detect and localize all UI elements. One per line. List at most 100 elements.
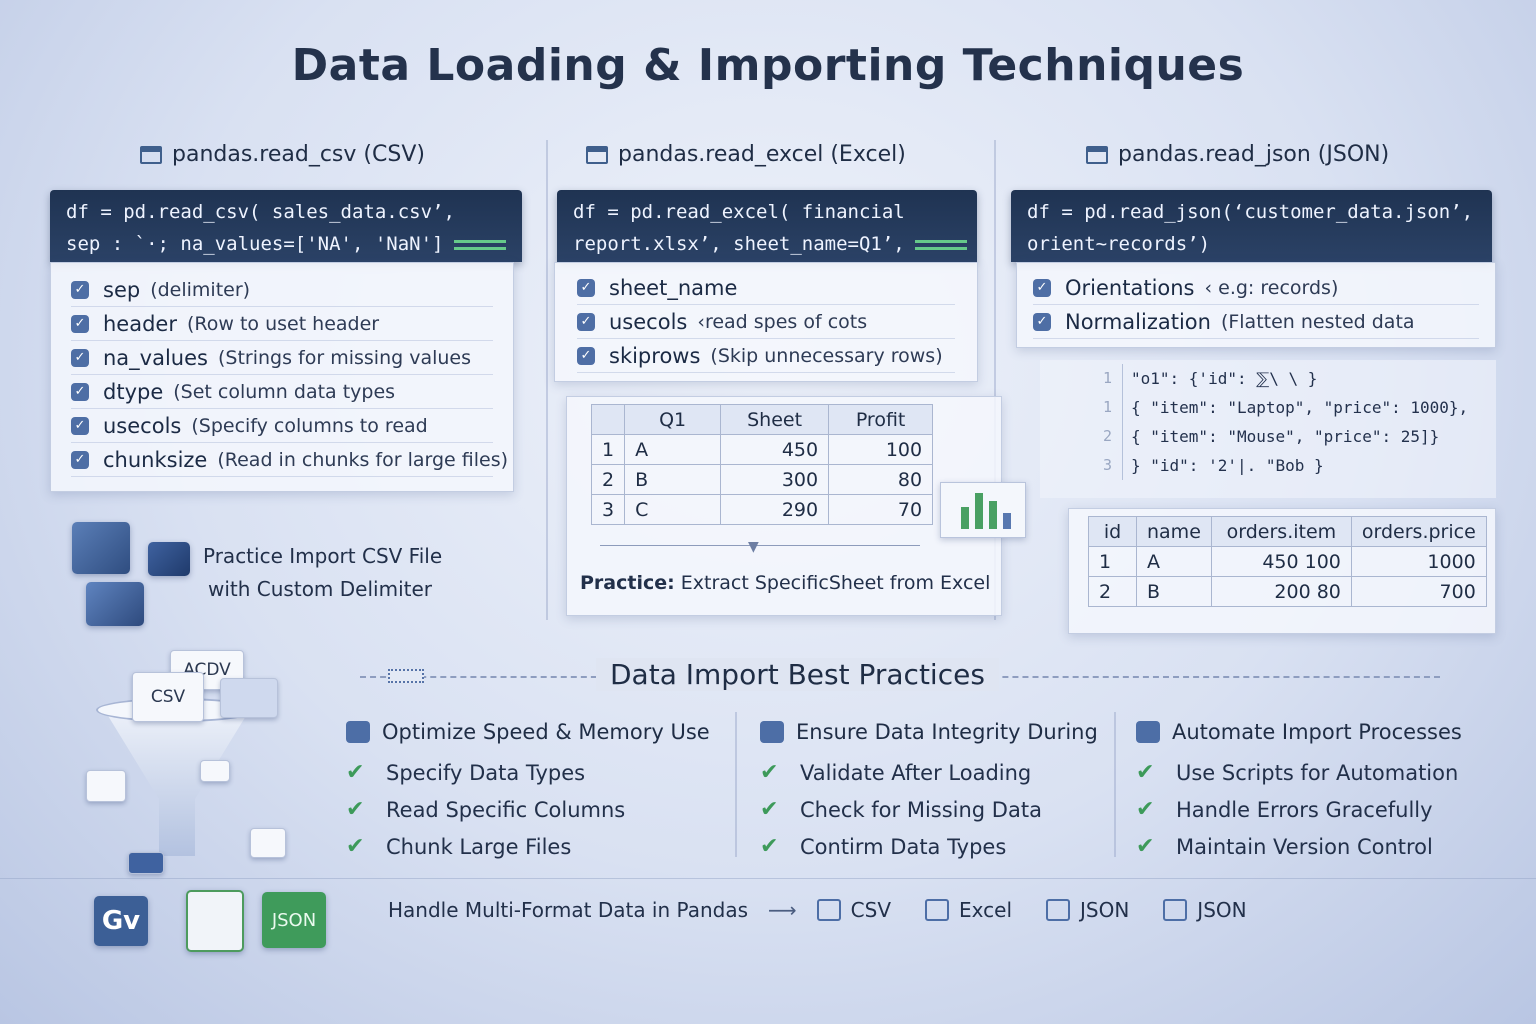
item-text: Check for Missing Data: [800, 797, 1042, 822]
footer-row: Handle Multi-Format Data in Pandas ⟶ CSV…: [388, 898, 1247, 922]
checkmark-icon: ✔: [346, 797, 365, 822]
format-label: CSV: [850, 898, 892, 922]
checkmark-icon: ✔: [760, 760, 779, 785]
format-icon: [816, 899, 841, 921]
excel-code-block: df = pd.read_excel( financial report.xls…: [557, 190, 977, 262]
item-text: Validate After Loading: [800, 760, 1032, 785]
json-file-icon: [1086, 145, 1108, 164]
line-number: 2: [1102, 427, 1112, 445]
chart-bar: [1003, 513, 1011, 529]
item-text: Read Specific Columns: [386, 797, 626, 822]
item-text: Contirm Data Types: [800, 834, 1007, 859]
excel-params-list: ✓sheet_name✓usecols‹read spes of cots✓sk…: [577, 271, 955, 373]
json-line: { "item": "Laptop", "price": 1000},: [1131, 398, 1469, 417]
checkmark-icon: ✔: [1136, 834, 1155, 859]
file-card-small: [86, 770, 126, 802]
check-icon: ✓: [577, 278, 595, 297]
table-cell: 1: [1088, 546, 1137, 577]
best-practice-item: ✔Use Scripts for Automation: [1136, 754, 1462, 791]
divider-endcap: [388, 669, 424, 683]
file-card-blue: [220, 678, 278, 718]
table-cell: 80: [828, 464, 934, 495]
file-card-small: [250, 828, 286, 858]
table-cell: 700: [1350, 576, 1487, 607]
param-row: ✓Normalization(Flatten nested data: [1033, 305, 1479, 339]
item-text: Specify Data Types: [386, 760, 586, 785]
param-desc: ‹read spes of cots: [697, 310, 868, 333]
param-row: ✓header(Row to uset header: [71, 307, 493, 341]
param-desc: (Skip unnecessary rows): [710, 344, 943, 367]
format-item: JSON: [1046, 898, 1129, 922]
json-line: { "item": "Mouse", "price": 25]}: [1131, 427, 1440, 446]
page-title: Data Loading & Importing Techniques: [291, 40, 1245, 91]
table-cell: 3: [590, 494, 626, 525]
param-row: ✓chunksize(Read in chunks for large file…: [71, 443, 508, 477]
gv-icon: Gv: [94, 896, 148, 946]
checkmark-icon: ✔: [760, 797, 779, 822]
param-row: ✓usecols(Specify columns to read: [71, 409, 493, 443]
chart-bar: [975, 493, 983, 529]
table-cell: 200 80: [1210, 576, 1352, 607]
json-heading: pandas.read_json (JSON): [1086, 142, 1389, 167]
table-cell: 1000: [1350, 546, 1487, 577]
mail-icon: [86, 582, 144, 626]
line-number: 1: [1102, 369, 1112, 387]
code-line: df = pd.read_excel( financial: [573, 201, 905, 223]
column-header: orders.price: [1350, 516, 1487, 547]
param-name: sep: [103, 277, 141, 302]
csv-practice-line: with Custom Delimiter: [208, 577, 432, 601]
column-separator: [1114, 712, 1116, 857]
column-separator: [994, 140, 996, 620]
check-icon: ✓: [577, 346, 595, 365]
file-card-csv: CSV: [132, 672, 204, 722]
check-icon: ✓: [71, 382, 89, 401]
excel-params-panel: ✓sheet_name✓usecols‹read spes of cots✓sk…: [554, 262, 978, 382]
csv-code-block: df = pd.read_csv( sales_data.csv’, sep :…: [50, 190, 522, 262]
csv-params-panel: ✓ sep (delimiter) ✓header(Row to uset heade…: [50, 262, 514, 492]
json-file-icon: JSON: [262, 892, 326, 948]
param-name: chunksize: [103, 447, 208, 472]
code-line: orient~records’): [1027, 233, 1211, 255]
footer-text: Handle Multi-Format Data in Pandas: [388, 898, 748, 922]
format-icon: [1163, 899, 1188, 921]
param-name: dtype: [103, 379, 164, 404]
json-params-list: ✓Orientations‹ e.g: records)✓Normalizati…: [1033, 271, 1479, 339]
table-icon: [140, 145, 162, 164]
csv-practice: Practice Import CSV File with Custom Del…: [70, 520, 530, 630]
param-desc: (Strings for missing values: [217, 346, 472, 369]
table-cell: 70: [828, 494, 934, 525]
json-lines: "o1": {'id": ⅀\ \ }{ "item": "Laptop", "…: [1122, 364, 1492, 480]
accent-mark: [453, 239, 506, 250]
best-practice-item: ✔Maintain Version Control: [1136, 828, 1462, 865]
param-name: sheet_name: [609, 275, 738, 300]
param-desc: (Specify columns to read: [191, 414, 428, 437]
document-icon: [72, 522, 130, 574]
table-cell: 300: [720, 464, 830, 495]
check-icon: ✓: [71, 416, 89, 435]
code-line: df = pd.read_json(‘customer_data.json’,: [1027, 201, 1474, 223]
file-card-small: [128, 852, 164, 874]
param-row: ✓sep(delimiter): [71, 273, 493, 307]
format-item: CSV: [816, 898, 892, 922]
excel-heading: pandas.read_excel (Excel): [586, 142, 906, 167]
best-practice-item: ✔Contirm Data Types: [760, 828, 1098, 865]
best-practice-item: ✔Chunk Large Files: [346, 828, 710, 865]
format-icon: [1046, 899, 1070, 921]
category-icon: [760, 721, 784, 743]
check-icon: ✓: [71, 450, 89, 469]
heading-text: Ensure Data Integrity During: [796, 720, 1098, 744]
json-code-block: df = pd.read_json(‘customer_data.json’, …: [1011, 190, 1492, 262]
param-row: ✓na_values(Strings for missing values: [71, 341, 493, 375]
table-cell: A: [624, 434, 722, 465]
footer-divider: [0, 878, 1536, 879]
arrow-down-icon: ▼: [748, 539, 759, 555]
item-text: Chunk Large Files: [386, 834, 572, 859]
param-desc: (delimiter): [150, 278, 251, 301]
param-row: ✓dtype(Set column data types: [71, 375, 493, 409]
accent-mark: [914, 239, 967, 250]
